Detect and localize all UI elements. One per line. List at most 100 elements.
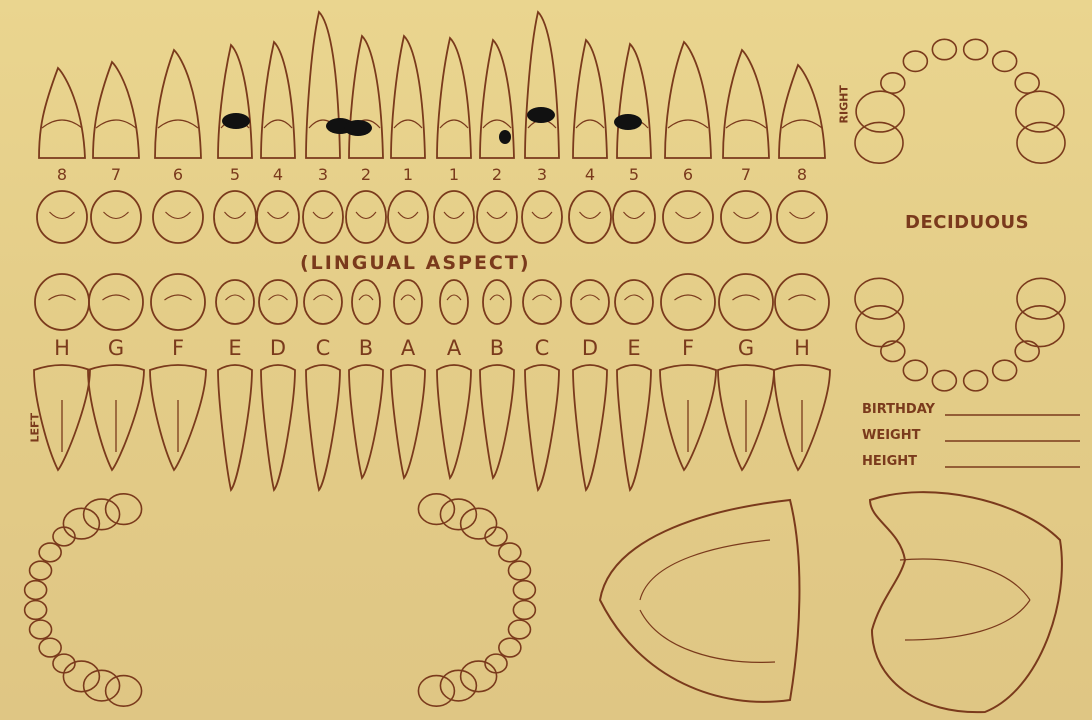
lower-tooth-letter: B xyxy=(349,338,383,359)
upper-tooth xyxy=(155,50,201,158)
occlusal-groove xyxy=(734,212,759,219)
upper-occlusal-tooth xyxy=(721,191,771,243)
lower-tooth-letter: H xyxy=(785,338,819,359)
deciduous-lower-tooth xyxy=(903,360,927,380)
occlusal-groove xyxy=(356,212,376,219)
lower-occlusal-tooth xyxy=(523,280,561,324)
upper-tooth xyxy=(349,36,383,158)
upper-tooth xyxy=(437,38,471,158)
upper-tooth xyxy=(93,62,139,158)
occlusal-groove xyxy=(268,212,289,219)
upper-tooth-number: 5 xyxy=(220,167,250,183)
upper-occlusal-tooth xyxy=(777,191,827,243)
deciduous-upper-tooth xyxy=(881,73,905,93)
occlusal-groove xyxy=(625,295,644,300)
occlusal-groove xyxy=(487,212,507,219)
lower-tooth-letter: E xyxy=(218,338,252,359)
occlusal-groove xyxy=(490,295,504,300)
lower-tooth-letter: H xyxy=(45,338,79,359)
lower-tooth xyxy=(525,365,559,490)
lower-tooth-letter: E xyxy=(617,338,651,359)
occlusal-groove xyxy=(676,212,701,219)
lower-tooth xyxy=(617,365,651,490)
occlusal-groove xyxy=(580,212,601,219)
upper-tooth-number: 7 xyxy=(731,167,761,183)
lower-left-arch-tooth xyxy=(63,508,99,539)
upper-tooth-number: 2 xyxy=(482,167,512,183)
lower-tooth-letter: F xyxy=(161,338,195,359)
mandible-drawing xyxy=(870,492,1062,712)
occlusal-groove xyxy=(103,295,130,300)
deciduous-upper-tooth xyxy=(903,51,927,71)
upper-occlusal-tooth xyxy=(613,191,655,243)
lower-tooth-letter: F xyxy=(671,338,705,359)
occlusal-groove xyxy=(314,295,333,300)
left-label: LEFT xyxy=(30,413,41,443)
lower-right-arch-tooth xyxy=(499,543,521,562)
occlusal-groove xyxy=(226,295,245,300)
lower-occlusal-tooth xyxy=(719,274,773,330)
lower-occlusal-tooth xyxy=(440,280,468,324)
occlusal-groove xyxy=(675,295,702,300)
upper-tooth-number: 8 xyxy=(787,167,817,183)
upper-tooth xyxy=(525,12,559,158)
upper-tooth-crown-line xyxy=(483,120,511,128)
lower-tooth xyxy=(391,365,425,478)
lower-right-arch-tooth xyxy=(440,499,476,530)
cavity-mark xyxy=(614,114,642,130)
upper-occlusal-tooth xyxy=(388,191,428,243)
lower-tooth xyxy=(218,365,252,490)
lower-left-arch-tooth xyxy=(106,494,142,525)
deciduous-upper-tooth xyxy=(855,122,903,163)
lower-left-arch-tooth xyxy=(84,670,120,701)
lower-occlusal-tooth xyxy=(216,280,254,324)
occlusal-groove xyxy=(269,295,288,300)
field-label-height: HEIGHT xyxy=(862,455,917,468)
occlusal-groove xyxy=(581,295,600,300)
field-label-birthday: BIRTHDAY xyxy=(862,403,935,416)
right-label: RIGHT xyxy=(839,88,850,124)
lower-tooth xyxy=(306,365,340,490)
occlusal-groove xyxy=(533,295,552,300)
upper-tooth xyxy=(665,42,711,158)
upper-occlusal-tooth xyxy=(663,191,713,243)
lower-tooth-letter: G xyxy=(99,338,133,359)
upper-tooth-number: 4 xyxy=(575,167,605,183)
upper-tooth-crown-line xyxy=(726,120,766,128)
lower-left-arch-tooth xyxy=(25,581,47,600)
upper-tooth-crown-line xyxy=(576,120,604,128)
occlusal-groove xyxy=(401,295,415,300)
lower-right-arch-tooth xyxy=(440,670,476,701)
deciduous-lower-tooth xyxy=(1016,306,1064,347)
occlusal-groove xyxy=(313,212,333,219)
lower-right-arch-tooth xyxy=(513,581,535,600)
upper-tooth xyxy=(391,36,425,158)
occlusal-groove xyxy=(104,212,129,219)
upper-occlusal-tooth xyxy=(346,191,386,243)
upper-tooth-crown-line xyxy=(668,120,708,128)
occlusal-groove xyxy=(532,212,552,219)
upper-occlusal-tooth xyxy=(522,191,562,243)
lower-tooth-letter: G xyxy=(729,338,763,359)
lower-right-arch-tooth xyxy=(461,661,497,692)
deciduous-lower-tooth xyxy=(993,360,1017,380)
lower-occlusal-tooth xyxy=(571,280,609,324)
lower-tooth xyxy=(573,365,607,490)
occlusal-groove xyxy=(165,295,192,300)
upper-tooth xyxy=(261,42,295,158)
lower-occlusal-tooth xyxy=(259,280,297,324)
lower-left-arch-tooth xyxy=(39,638,61,657)
upper-tooth-number: 6 xyxy=(163,167,193,183)
deciduous-upper-tooth xyxy=(964,39,988,59)
lingual-aspect-label: (LINGUAL ASPECT) xyxy=(300,254,531,273)
deciduous-upper-tooth xyxy=(932,39,956,59)
upper-tooth-number: 5 xyxy=(619,167,649,183)
deciduous-lower-tooth xyxy=(855,278,903,319)
upper-tooth xyxy=(779,65,825,158)
lower-occlusal-tooth xyxy=(352,280,380,324)
lower-right-arch-tooth xyxy=(508,620,530,639)
occlusal-groove xyxy=(398,212,418,219)
lower-occlusal-tooth xyxy=(151,274,205,330)
occlusal-groove xyxy=(225,212,246,219)
